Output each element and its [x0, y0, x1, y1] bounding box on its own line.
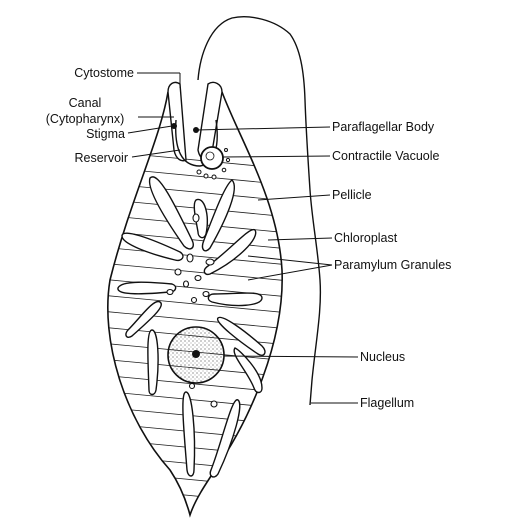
contractile-vacuole	[196, 146, 231, 180]
nucleolus	[192, 350, 200, 358]
paramylum-granules	[166, 213, 218, 408]
label-cytostome: Cytostome	[74, 66, 134, 80]
label-contractile-vacuole: Contractile Vacuole	[332, 149, 440, 163]
label-paramylum-granules: Paramylum Granules	[334, 258, 451, 272]
nucleus	[167, 326, 225, 384]
label-paraflagellar-body: Paraflagellar Body	[332, 120, 435, 134]
chloroplasts	[117, 176, 266, 478]
label-flagellum: Flagellum	[360, 396, 414, 410]
label-pellicle: Pellicle	[332, 188, 372, 202]
leader-lines	[127, 72, 359, 404]
label-stigma: Stigma	[86, 127, 125, 141]
reservoir	[175, 119, 218, 167]
label-cytopharynx: (Cytopharynx)	[46, 112, 125, 126]
label-reservoir: Reservoir	[75, 151, 129, 165]
flagellum-line	[197, 16, 322, 406]
body-outline	[107, 91, 283, 518]
labels: Cytostome Canal (Cytopharynx) Stigma Res…	[46, 66, 452, 410]
stigma	[171, 123, 177, 129]
label-chloroplast: Chloroplast	[334, 231, 398, 245]
label-nucleus: Nucleus	[360, 350, 405, 364]
anterior-end	[167, 81, 223, 167]
label-canal: Canal	[69, 96, 102, 110]
